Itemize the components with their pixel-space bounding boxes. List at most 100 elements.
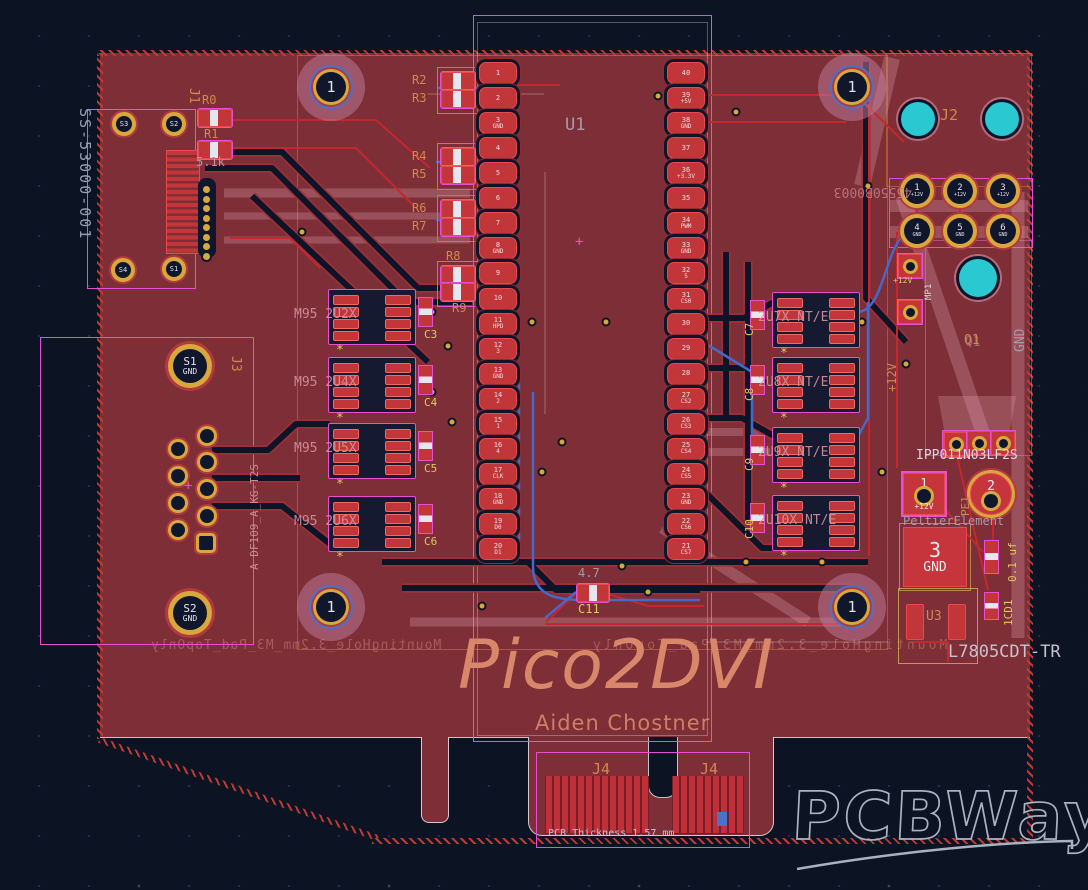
opto-cap-C4[interactable] (418, 365, 433, 395)
resistor-R8[interactable] (441, 266, 475, 284)
u1-pin-30[interactable]: 30 (667, 312, 705, 335)
j4-finger[interactable] (704, 776, 712, 834)
j4-finger[interactable] (688, 776, 696, 834)
opto-pad[interactable] (385, 375, 411, 385)
opto-pad[interactable] (333, 387, 359, 397)
resistor-R5[interactable] (441, 166, 475, 184)
opto-pad[interactable] (829, 513, 855, 523)
opto-pad[interactable] (333, 295, 359, 305)
opto-pad[interactable] (777, 334, 803, 344)
opto-pad[interactable] (333, 331, 359, 341)
j3-pad[interactable] (200, 482, 214, 496)
j1-shield-pad-S2[interactable]: S2 (166, 116, 182, 132)
opto-pad[interactable] (777, 457, 803, 467)
u1-pin-37[interactable]: 37 (667, 137, 705, 160)
j3-pad[interactable] (171, 469, 185, 483)
j4-finger[interactable] (593, 776, 601, 834)
q1-pad-2[interactable] (967, 431, 991, 455)
opto-pad[interactable] (385, 307, 411, 317)
j4-finger[interactable] (553, 776, 561, 834)
u1-pin-28[interactable]: 28 (667, 362, 705, 385)
opto-pad[interactable] (829, 387, 855, 397)
j4-selected-pad[interactable] (717, 812, 727, 826)
opto-pad[interactable] (777, 375, 803, 385)
u1-pin-29[interactable]: 29 (667, 337, 705, 360)
u1-pin-4[interactable]: 4 (479, 137, 517, 160)
u3-pad-2[interactable] (948, 604, 966, 640)
opto-pad[interactable] (777, 310, 803, 320)
mounting-hole[interactable]: 1 (316, 72, 346, 102)
opto-pad[interactable] (385, 363, 411, 373)
mounting-hole[interactable]: 1 (837, 72, 867, 102)
resistor-r0[interactable] (198, 109, 232, 127)
opto-pad[interactable] (333, 363, 359, 373)
opto-pad[interactable] (829, 525, 855, 535)
u1-pin-9[interactable]: 9 (479, 262, 517, 285)
capacitor-1cd1[interactable] (984, 592, 999, 620)
resistor-R7[interactable] (441, 218, 475, 236)
opto-cap-C5[interactable] (418, 431, 433, 461)
q1-tab-hole[interactable] (959, 259, 997, 297)
u1-pin-39[interactable]: 39+5V (667, 87, 705, 110)
mp1-pad-2[interactable] (898, 300, 922, 324)
q1-pad-3[interactable] (991, 431, 1015, 455)
opto-pad[interactable] (777, 537, 803, 547)
opto-pad[interactable] (333, 429, 359, 439)
opto-pad[interactable] (333, 526, 359, 536)
j4-finger[interactable] (696, 776, 704, 834)
opto-pad[interactable] (385, 514, 411, 524)
capacitor-01uf[interactable] (984, 540, 999, 574)
opto-pad[interactable] (333, 502, 359, 512)
opto-pad[interactable] (333, 453, 359, 463)
u1-pin-5[interactable]: 5 (479, 162, 517, 185)
peltier-pad-3[interactable]: 3 GND (903, 527, 967, 587)
opto-pad[interactable] (829, 375, 855, 385)
j4-finger[interactable] (601, 776, 609, 834)
opto-pad[interactable] (829, 501, 855, 511)
j4-finger[interactable] (585, 776, 593, 834)
j4-finger[interactable] (641, 776, 649, 834)
j4-finger[interactable] (633, 776, 641, 834)
resistor-R3[interactable] (441, 90, 475, 108)
j1-shield-pad-S3[interactable]: S3 (116, 116, 132, 132)
opto-pad[interactable] (829, 310, 855, 320)
opto-pad[interactable] (777, 387, 803, 397)
opto-pad[interactable] (829, 445, 855, 455)
j2-pin-2[interactable]: 2+12V (947, 178, 973, 204)
opto-pad[interactable] (829, 537, 855, 547)
peltier-pad-2[interactable]: 2 (970, 473, 1012, 515)
u1-pin-7[interactable]: 7 (479, 212, 517, 235)
j4-finger[interactable] (720, 776, 728, 834)
opto-pad[interactable] (829, 298, 855, 308)
resistor-R4[interactable] (441, 148, 475, 166)
opto-pad[interactable] (385, 319, 411, 329)
opto-cap-C6[interactable] (418, 504, 433, 534)
peltier-pad-1[interactable]: 1 +12V (903, 473, 945, 515)
u1-pin-1[interactable]: 1 (479, 62, 517, 84)
j1-shield-pad-S1[interactable]: S1 (166, 261, 182, 277)
opto-pad[interactable] (333, 514, 359, 524)
mounting-hole[interactable]: 1 (316, 592, 346, 622)
j4-finger[interactable] (569, 776, 577, 834)
opto-pad[interactable] (385, 331, 411, 341)
j2-hole-left[interactable] (901, 102, 935, 136)
opto-pad[interactable] (385, 429, 411, 439)
